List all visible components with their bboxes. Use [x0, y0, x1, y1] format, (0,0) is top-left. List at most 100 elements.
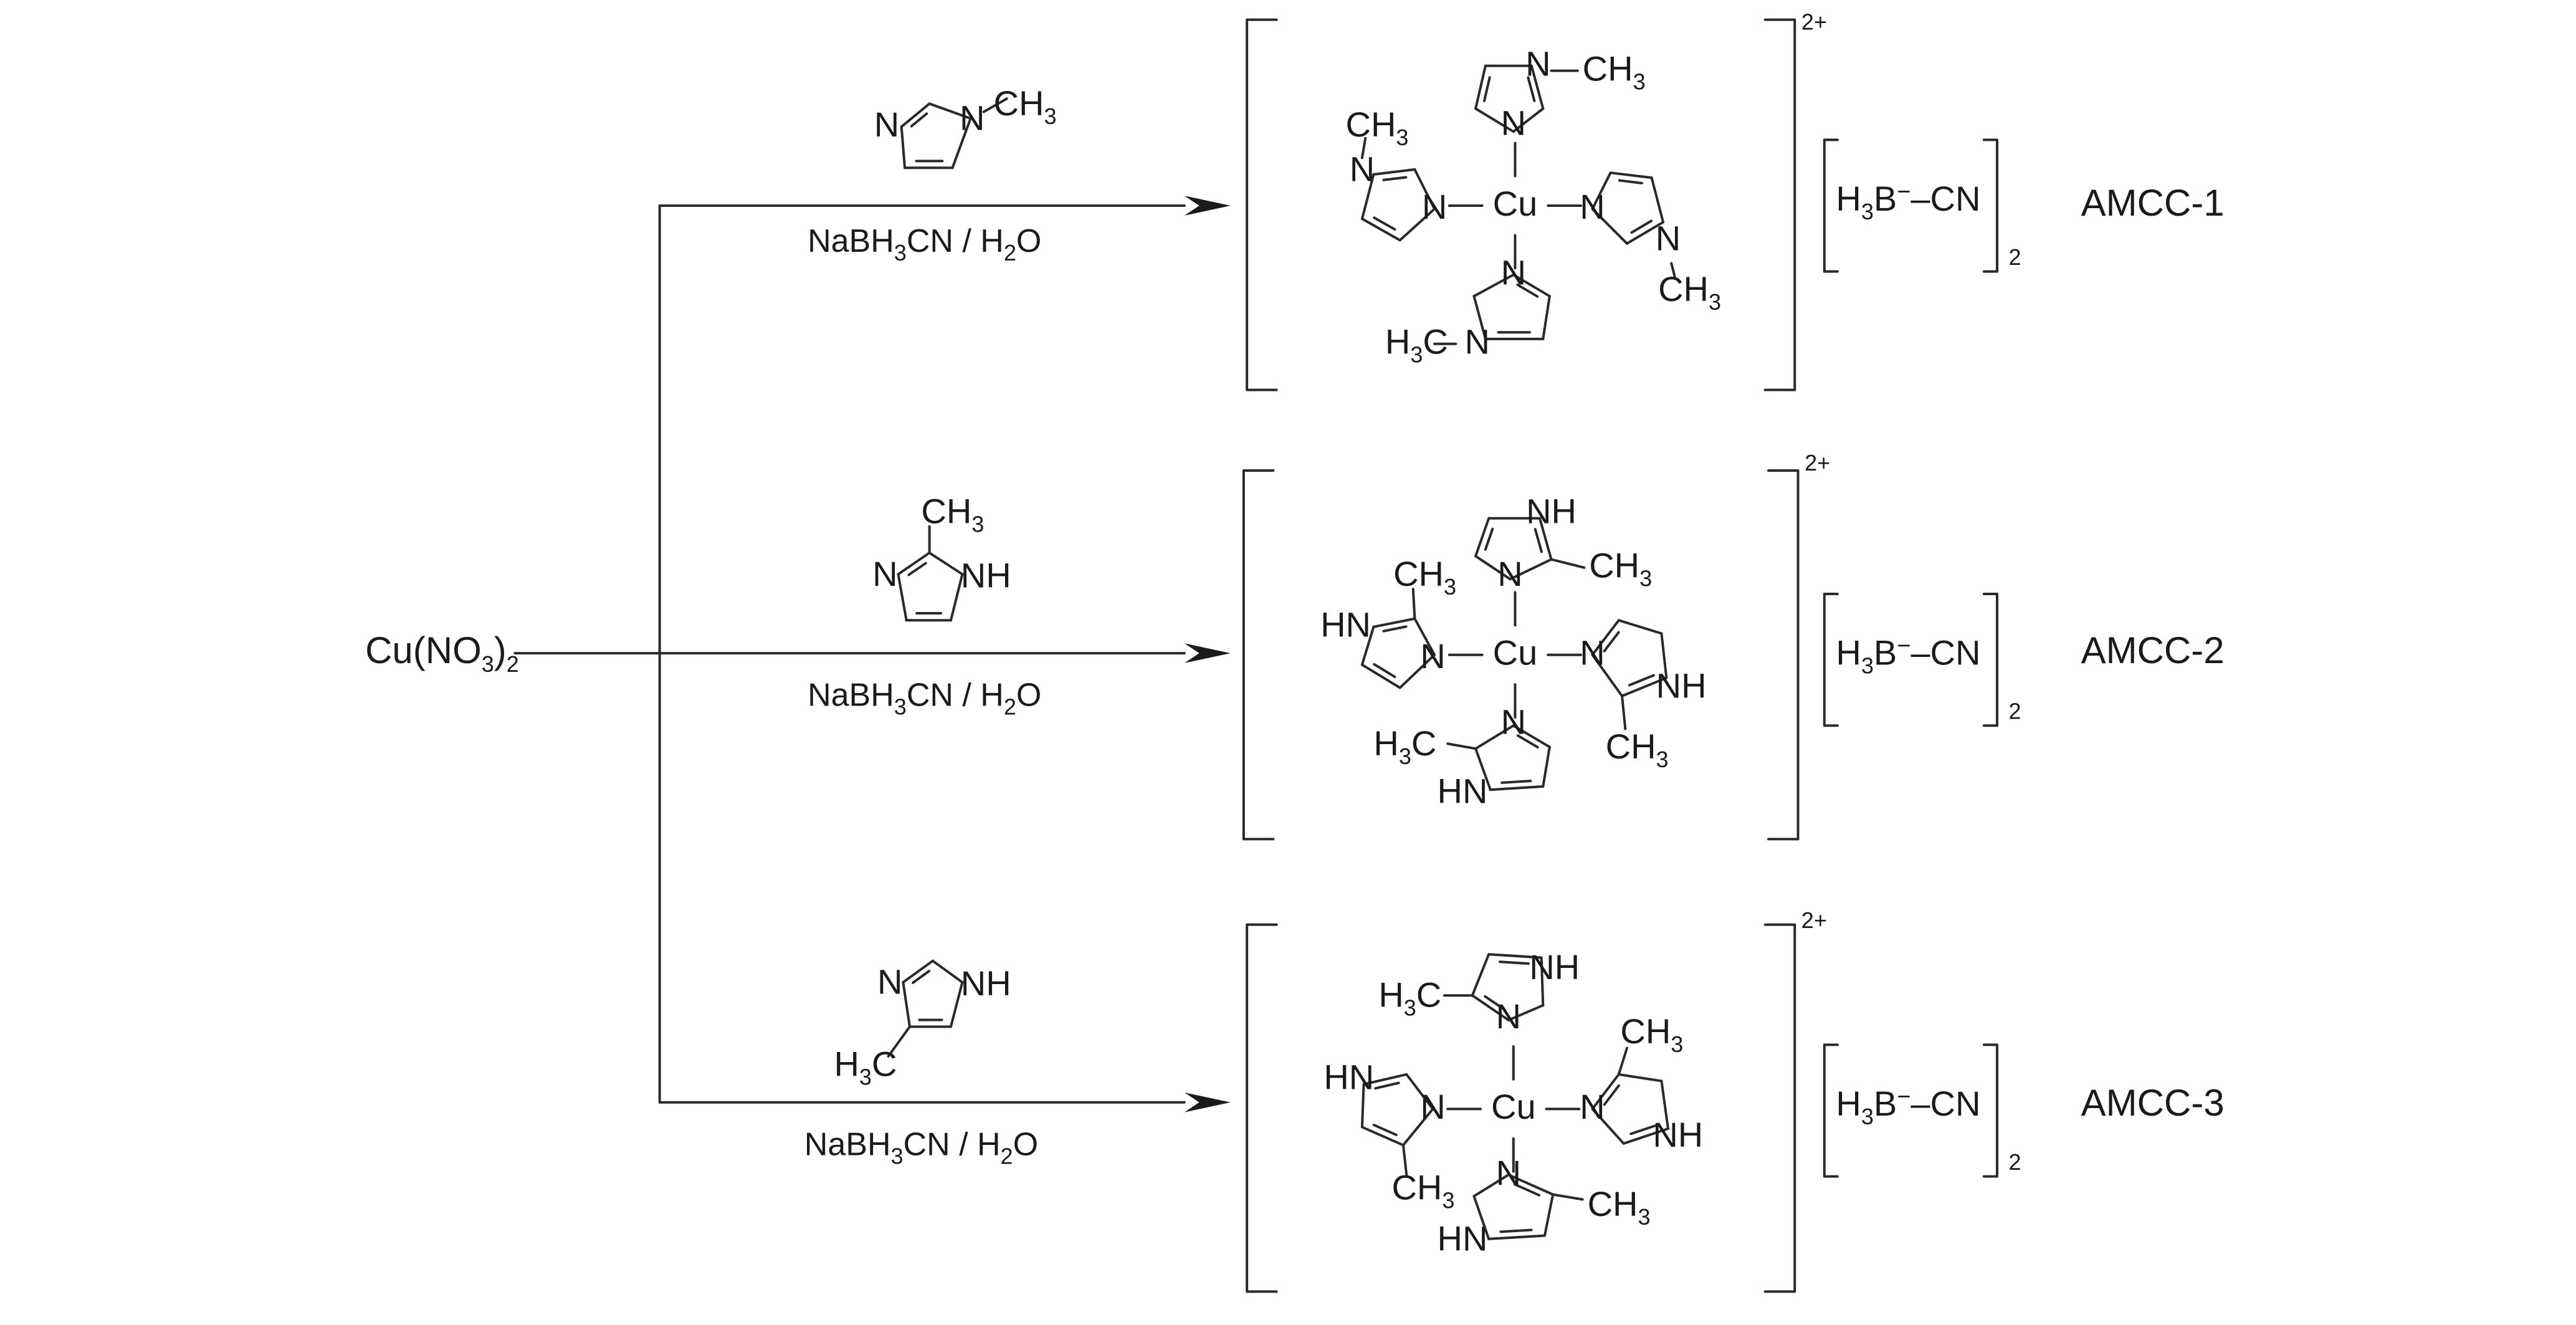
ligand-ring-1-double-bond [910, 112, 928, 128]
ligand-1-n3: N [874, 105, 899, 144]
amcc3-methyl: CH3 [1620, 1012, 1683, 1057]
counterion-h3b-cn: H3B−–CN [1836, 633, 1980, 679]
amcc2-methyl-bond [1621, 694, 1627, 730]
amcc1-right-ring-bond [1625, 221, 1665, 245]
copper-center: Cu [1491, 1087, 1536, 1126]
product-label: AMCC-3 [2081, 1082, 2225, 1124]
ligand-ring-2-bond [897, 573, 908, 622]
amcc2-n: N [1501, 702, 1526, 741]
amcc2-methyl: H3C [1373, 724, 1436, 769]
ligand-2-n3: N [872, 554, 897, 593]
amcc1-right-ring-double-bond [1618, 179, 1643, 184]
amcc2-bottom-ring-double-bond [1516, 734, 1539, 749]
amcc3-methyl: CH3 [1588, 1184, 1651, 1230]
scheme-bonds-and-arrows [513, 18, 1998, 1293]
amcc3-top-ring-double-bond [1498, 960, 1530, 965]
amcc1-methyl-bond [1670, 262, 1676, 278]
amcc3-methyl-bond [1552, 1193, 1584, 1201]
counterion-h3b-cn: H3B−–CN [1836, 179, 1980, 224]
copper-center: Cu [1493, 184, 1538, 223]
amcc2-right-ring-bond [1621, 676, 1668, 697]
counterion-count: 2 [2008, 1149, 2021, 1175]
amcc1-n: N [1350, 149, 1375, 188]
amcc1-methyl: H3C [1385, 322, 1448, 368]
amcc2-methyl: CH3 [1589, 546, 1652, 591]
amcc1-n: N [1464, 322, 1489, 361]
amcc1-bottom-ring-bond [1542, 295, 1551, 340]
amcc1-left-ring-bond [1360, 218, 1401, 242]
amcc1-top-ring-double-bond [1527, 76, 1536, 102]
amcc1-methyl: CH3 [1583, 49, 1646, 94]
amcc2-methyl-bond [1550, 558, 1586, 569]
reagent-label: NaBH3CN / H2O [808, 677, 1041, 720]
amcc1-n: N [1422, 187, 1447, 226]
amcc3-n: N [1420, 1087, 1445, 1126]
ligand-ring-2-bond [897, 552, 931, 576]
product-label: AMCC-1 [2081, 182, 2225, 224]
amcc2-nh: NH [1526, 492, 1577, 531]
amcc2-left-ring-double-bond [1382, 625, 1408, 633]
amcc2-right-ring-bond [1617, 619, 1663, 635]
counterion-h3b-cn: H3B−–CN [1836, 1084, 1980, 1129]
counterion-count: 2 [2008, 699, 2021, 724]
amcc2-top-ring-bond [1474, 517, 1491, 558]
amcc3-hn: HN [1324, 1058, 1374, 1097]
amcc1-right-ring-bond [1591, 171, 1612, 211]
amcc3-top-ring-bond [1471, 994, 1510, 1021]
amcc2-bottom-ring-bond [1489, 785, 1545, 792]
amcc1-bottom-ring-double-bond [1516, 283, 1539, 298]
amcc1-top-ring-bond [1474, 107, 1515, 133]
amcc3-n: N [1496, 997, 1521, 1036]
amcc1-methyl: CH3 [1658, 269, 1721, 315]
arrow-head [1184, 1092, 1231, 1112]
complex-charge: 2+ [1801, 907, 1827, 933]
ligand-ring-3-bond [902, 959, 934, 984]
reagent-label: NaBH3CN / H2O [804, 1126, 1038, 1169]
ligand-2-methyl: CH3 [921, 492, 984, 537]
counterion-bracket-left [1823, 138, 1839, 273]
ligand-2-nh: NH [961, 555, 1011, 595]
amcc2-methyl-bond [1411, 588, 1416, 620]
amcc2-hn: HN [1320, 605, 1371, 644]
amcc1-bottom-ring-bond [1512, 273, 1551, 298]
amcc3-left-ring-bond [1360, 1083, 1365, 1129]
complex-bracket-left [1246, 18, 1278, 391]
complex-bracket-left [1242, 469, 1275, 841]
amcc3-methyl: H3C [1378, 975, 1441, 1021]
ligand-3-methyl: H3C [834, 1045, 897, 1090]
amcc3-left-ring-bond [1362, 1073, 1408, 1086]
amcc2-left-ring-bond [1360, 663, 1401, 689]
counterion-count: 2 [2008, 244, 2021, 270]
amcc1-left-ring-bond [1398, 208, 1436, 242]
amcc3-right-ring-double-bond [1629, 1124, 1657, 1136]
amcc2-methyl-bond [1446, 742, 1477, 750]
amcc2-right-ring-double-bond [1603, 631, 1620, 653]
amcc3-nh: NH [1653, 1115, 1703, 1154]
arrow-head [1184, 643, 1231, 663]
amcc2-hn: HN [1438, 771, 1488, 810]
ligand-ring-1-bond [951, 117, 972, 170]
complex-bracket-right [1763, 18, 1796, 391]
amcc1-right-ring-bond [1591, 208, 1628, 245]
ligand-ring-2-bond [949, 573, 964, 622]
amcc3-n: N [1580, 1087, 1605, 1126]
ligand-3-methyl-bond [887, 1025, 911, 1058]
amcc3-right-ring-bond [1617, 1073, 1663, 1083]
amcc2-top-ring-double-bond [1484, 527, 1494, 551]
amcc3-nh: NH [1529, 947, 1580, 987]
amcc1-top-ring-double-bond [1483, 76, 1491, 102]
ligand-1-n1: N [960, 98, 985, 138]
copper-center: Cu [1493, 633, 1538, 672]
ligand-ring-2-double-bond [907, 562, 927, 576]
amcc3-bottom-ring-bond [1472, 1195, 1491, 1240]
product-label: AMCC-2 [2081, 629, 2225, 671]
amcc2-left-ring-bond [1398, 653, 1436, 689]
amcc3-top-ring-bond [1507, 1004, 1545, 1021]
amcc1-n: N [1501, 103, 1526, 142]
starting-material-cu-no3: Cu(NO3)2 [365, 629, 519, 677]
amcc3-top-ring-bond [1540, 956, 1545, 1007]
amcc3-top-ring-double-bond [1484, 995, 1506, 1012]
amcc2-methyl: CH3 [1606, 727, 1669, 772]
